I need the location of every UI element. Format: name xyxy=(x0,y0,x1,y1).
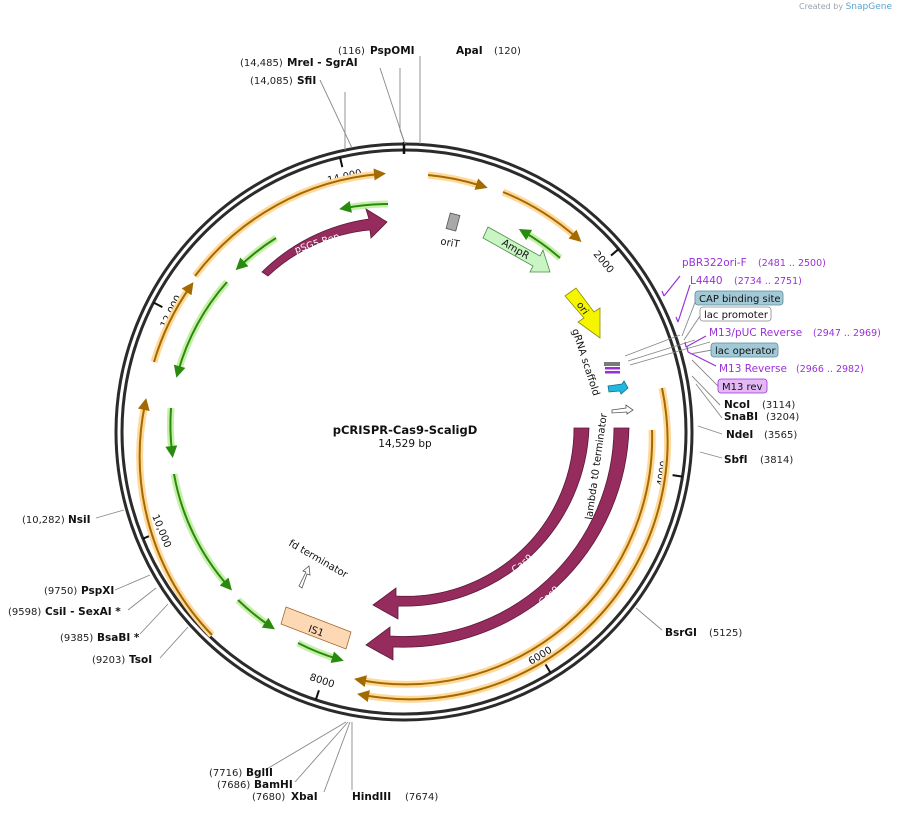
box-m13-rev-label: M13 rev xyxy=(722,382,763,393)
site-bsrgi-pos: (5125) xyxy=(709,628,742,639)
site-mrei-pos: (14,485) xyxy=(240,58,283,69)
feature-grna-label: gRNA scaffold xyxy=(569,328,601,398)
site-leader-lines xyxy=(95,56,723,793)
box-lac-promoter xyxy=(699,306,772,322)
tick-4000 xyxy=(672,474,683,478)
feature-fd-terminator-label: fd terminator xyxy=(287,538,351,581)
orf-arcs xyxy=(136,168,672,703)
site-pspxi: PspXI xyxy=(81,585,114,597)
site-csii-sexai: CsiI - SexAI * xyxy=(45,606,121,618)
snapgene-branding: Created by SnapGene xyxy=(799,2,892,12)
site-bsabi-pos: (9385) xyxy=(60,633,93,644)
site-nsii-pos: (10,282) xyxy=(22,515,65,526)
site-xbai-pos: (7680) xyxy=(252,792,285,803)
site-apai-pos: (120) xyxy=(494,46,521,57)
site-nsii: NsiI xyxy=(68,514,91,526)
plasmid-size: 14,529 bp xyxy=(378,438,432,450)
feature-cas9-outer[interactable] xyxy=(365,427,630,661)
feature-orit[interactable] xyxy=(445,212,461,232)
box-cap-binding-site xyxy=(694,290,784,306)
site-pspomi-pos: (116) xyxy=(338,46,365,57)
plasmid-name: pCRISPR-Cas9-ScaligD xyxy=(333,423,478,437)
primer-labels: pBR322ori-F (2481 .. 2500) L4440 (2734 .… xyxy=(682,257,881,375)
site-ndei: NdeI xyxy=(726,429,753,441)
site-sbfi: SbfI xyxy=(724,454,748,466)
box-m13-rev xyxy=(717,378,768,394)
primer-l4440: L4440 xyxy=(690,275,723,287)
feature-ampr[interactable] xyxy=(482,226,551,273)
primer-l4440-range: (2734 .. 2751) xyxy=(734,276,802,287)
primer-hooks xyxy=(661,275,717,367)
site-hindiii: HindIII xyxy=(352,791,391,803)
primer-m13-reverse: M13 Reverse xyxy=(719,363,787,375)
site-bglii: BglII xyxy=(246,767,273,779)
site-xbai: XbaI xyxy=(291,791,318,803)
site-csii-pos: (9598) xyxy=(8,607,41,618)
site-pspxi-pos: (9750) xyxy=(44,586,77,597)
site-bglii-pos: (7716) xyxy=(209,768,242,779)
created-by-text: Created by xyxy=(799,2,844,11)
snapgene-logo-text: SnapGene xyxy=(845,2,892,12)
feature-cas9-inner[interactable] xyxy=(372,427,590,620)
box-lac-operator-label: lac operator xyxy=(715,346,776,357)
tick-6000 xyxy=(544,663,552,674)
tick-2000 xyxy=(610,248,620,257)
feature-psg5-rep[interactable] xyxy=(261,208,388,277)
feature-is1[interactable] xyxy=(280,606,352,650)
site-bsrgi: BsrGI xyxy=(665,627,697,639)
tick-12000 xyxy=(153,301,163,308)
site-pspomi: PspOMI xyxy=(370,45,415,57)
site-hindiii-pos: (7674) xyxy=(405,792,438,803)
site-ncoi: NcoI xyxy=(724,399,750,411)
primer-pbr322ori-f: pBR322ori-F xyxy=(682,257,747,269)
boxed-feature-labels: CAP binding site lac promoter lac operat… xyxy=(694,290,784,394)
box-lac-operator xyxy=(710,342,779,358)
feature-fd-terminator[interactable] xyxy=(298,565,311,589)
site-sbfi-pos: (3814) xyxy=(760,455,793,466)
site-mrei-sgrai: MreI - SgrAI xyxy=(287,57,358,69)
site-bsabi: BsaBI * xyxy=(97,632,140,644)
feature-grna-arrow[interactable] xyxy=(607,380,629,395)
site-tsoi: TsoI xyxy=(129,654,152,666)
feature-ampr-label: AmpR xyxy=(500,238,531,262)
tick-8000 xyxy=(314,690,320,701)
site-ncoi-pos: (3114) xyxy=(762,400,795,411)
site-bamhi-pos: (7686) xyxy=(217,780,250,791)
tick-label-8000: 8000 xyxy=(308,672,336,690)
site-apai: ApaI xyxy=(456,45,483,57)
site-snabi-pos: (3204) xyxy=(766,412,799,423)
primer-m13-puc-reverse-range: (2947 .. 2969) xyxy=(813,328,881,339)
tick-14000 xyxy=(339,157,344,168)
box-cap-binding-site-label: CAP binding site xyxy=(699,294,781,305)
primer-m13-reverse-range: (2966 .. 2982) xyxy=(796,364,864,375)
site-tsoi-pos: (9203) xyxy=(92,655,125,666)
site-snabi: SnaBI xyxy=(724,411,758,423)
feature-is1-label: IS1 xyxy=(307,624,325,640)
primer-m13-puc-reverse: M13/pUC Reverse xyxy=(709,327,802,339)
site-ndei-pos: (3565) xyxy=(764,430,797,441)
feature-ori[interactable] xyxy=(564,287,601,339)
site-sfii: SfiI xyxy=(297,75,316,87)
feature-grna-scaffold[interactable] xyxy=(604,362,620,374)
boxed-feature-leaders xyxy=(681,299,719,387)
feature-orit-label: oriT xyxy=(440,236,462,250)
site-bamhi: BamHI xyxy=(254,779,293,791)
feature-lambda-t0-terminator[interactable] xyxy=(611,404,634,415)
site-sfii-pos: (14,085) xyxy=(250,76,293,87)
primer-pbr322ori-f-range: (2481 .. 2500) xyxy=(758,258,826,269)
box-lac-promoter-label: lac promoter xyxy=(704,310,769,321)
site-labels: (116) PspOMI ApaI (120) (14,485) MreI - … xyxy=(8,45,799,803)
tick-label-2000: 2000 xyxy=(591,249,616,276)
